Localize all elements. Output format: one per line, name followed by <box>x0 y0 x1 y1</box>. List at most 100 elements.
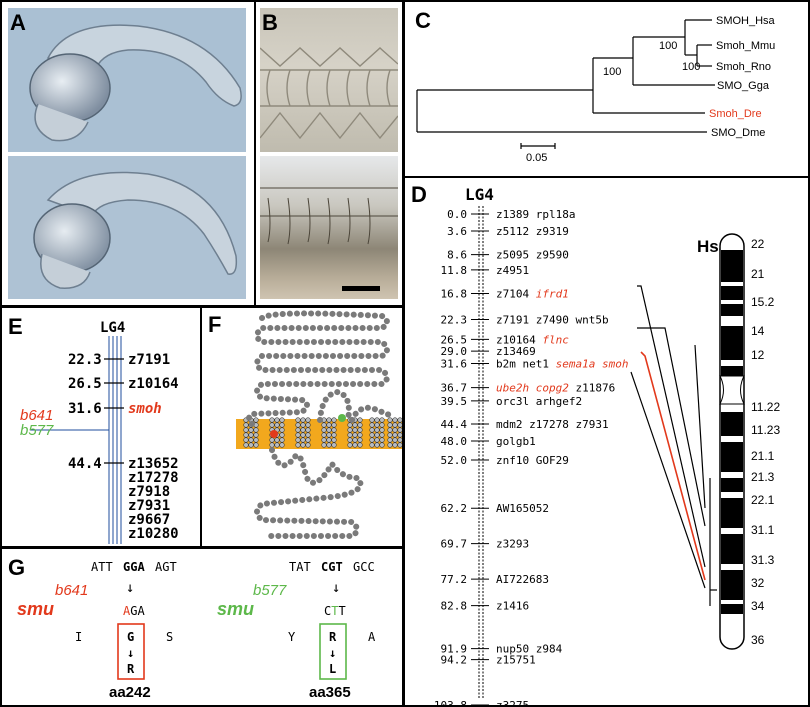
marker-list: orc3l arhgef2 <box>496 395 582 408</box>
helix-residue <box>274 422 280 428</box>
band-label: 11.23 <box>751 423 780 437</box>
marker-list: ube2h copg2 z11876 <box>496 382 615 395</box>
cm-position: 31.6 <box>441 357 468 370</box>
divider-vertical-ef <box>200 308 202 546</box>
helix-residue <box>387 437 393 443</box>
marker-list: AI722683 <box>496 573 549 586</box>
divider-vertical-ab <box>254 0 256 306</box>
codon-mutated: CGT <box>321 560 343 574</box>
synteny-lines <box>630 285 717 606</box>
residue-label: aa365 <box>309 684 351 701</box>
mutant-base: T <box>331 604 338 618</box>
mutant-codon-post: T <box>338 604 345 618</box>
helix-residue <box>253 442 259 448</box>
mutant-codon: CTT <box>324 604 346 618</box>
band-label: 14 <box>751 324 765 338</box>
mutant-base: A <box>123 604 131 618</box>
helix-residue <box>305 432 311 438</box>
flanking-aa: Y <box>288 630 296 644</box>
aa-to: L <box>329 662 336 676</box>
band-label: 36 <box>751 633 765 647</box>
helix-residue <box>369 437 375 443</box>
scale-bar-label: 0.05 <box>526 152 547 164</box>
panel-a: A <box>0 0 254 305</box>
helix-residue <box>243 422 249 428</box>
lg4-axis <box>478 206 484 698</box>
helix-residue <box>305 417 311 423</box>
helix-residue <box>397 442 402 448</box>
arrow: ↓ <box>126 580 134 596</box>
lg4-title: LG4 <box>100 320 125 336</box>
cm-position: 8.6 <box>447 249 467 262</box>
helix-residue <box>369 432 375 438</box>
helix-residue <box>326 422 332 428</box>
helix-residue <box>243 432 249 438</box>
helix-residue <box>347 432 353 438</box>
aa-change-box <box>117 623 145 680</box>
helix-residue <box>253 422 259 428</box>
helix-residue <box>305 427 311 433</box>
bootstrap-value: 100 <box>659 40 677 52</box>
panel-label-c: C <box>415 8 431 33</box>
marker-list: z4951 <box>496 264 529 277</box>
allele-label: b577 <box>253 582 287 599</box>
helix-residue <box>379 437 385 443</box>
helix-residue <box>392 432 398 438</box>
helix-residue <box>331 417 337 423</box>
helix-residue <box>274 437 280 443</box>
aa-from: R <box>329 630 337 644</box>
marker-list: AW165052 <box>496 502 549 515</box>
cm-position: 22.3 <box>68 352 102 368</box>
cm-position: 52.0 <box>441 454 468 467</box>
helix-residue <box>347 427 353 433</box>
aa-change-box <box>319 623 347 680</box>
helix-residue <box>300 427 306 433</box>
hsa7-band-labels: 222115.2141211.2211.2321.121.322.131.131… <box>751 237 780 647</box>
helix-residue <box>269 417 275 423</box>
divider-horizontal-ab <box>0 305 402 308</box>
protein-chain <box>246 310 390 427</box>
marker-list: b2m net1 sema1a smoh <box>496 357 628 370</box>
codon: TAT <box>289 560 311 574</box>
cm-position: 22.3 <box>441 313 468 326</box>
helix-residue <box>352 427 358 433</box>
lg4-title: LG4 <box>465 185 494 204</box>
helix-residue <box>357 422 363 428</box>
helix-residue <box>326 427 332 433</box>
frame-bottom <box>0 705 810 707</box>
helix-residue <box>331 442 337 448</box>
helix-residue <box>305 442 311 448</box>
band-label: 11.22 <box>751 400 780 414</box>
helix-residue <box>397 432 402 438</box>
helix-residue <box>279 432 285 438</box>
panel-b: B <box>256 0 402 305</box>
embryo-image-bottom <box>8 156 246 299</box>
band-label: 31.1 <box>751 523 775 537</box>
helix-residue <box>326 417 332 423</box>
helix-residue <box>387 442 393 448</box>
cm-position: 26.5 <box>68 376 102 392</box>
band-label: 34 <box>751 599 765 613</box>
flanking-aa: I <box>75 630 82 644</box>
marker-label: z13652 <box>128 456 179 472</box>
cm-position: 77.2 <box>441 573 468 586</box>
mutation-site-b577 <box>338 414 346 422</box>
helix-residue <box>387 422 393 428</box>
aa-to: R <box>127 662 135 676</box>
taxon-label: Smoh_Rno <box>716 61 771 73</box>
helix-residue <box>279 442 285 448</box>
helix-residue <box>295 417 301 423</box>
aa-from: G <box>127 630 134 644</box>
somite-image-top <box>260 8 398 152</box>
band-label: 22.1 <box>751 493 775 507</box>
cm-position: 91.9 <box>441 643 468 656</box>
bootstrap-value: 100 <box>603 66 621 78</box>
band-label: 31.3 <box>751 553 775 567</box>
helix-residue <box>397 417 402 423</box>
gene-label: smu <box>17 599 54 619</box>
helix-residue <box>387 417 393 423</box>
helix-residue <box>269 437 275 443</box>
helix-residue <box>357 437 363 443</box>
embryo-image-top <box>8 8 246 152</box>
